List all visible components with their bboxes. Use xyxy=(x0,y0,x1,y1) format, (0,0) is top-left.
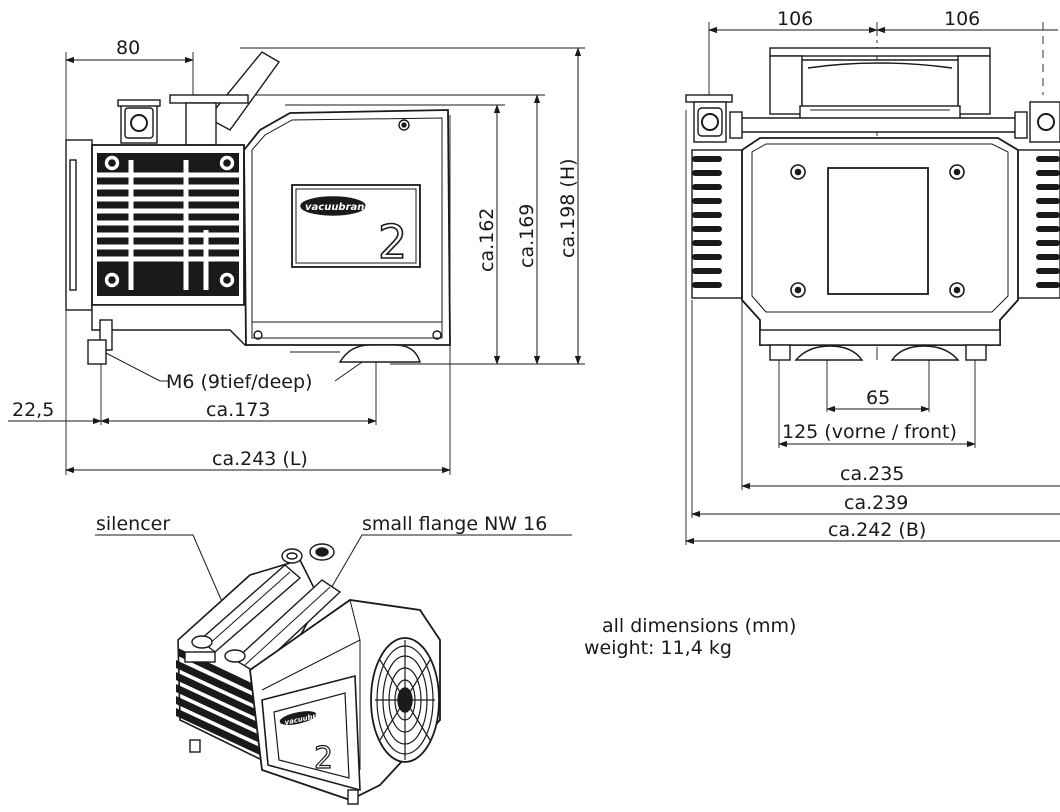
isometric-view xyxy=(95,534,572,805)
dim-side-225: 22,5 xyxy=(12,399,54,421)
dim-side-243: ca.243 (L) xyxy=(212,448,308,470)
dim-side-80: 80 xyxy=(116,37,140,59)
dim-front-235: ca.235 xyxy=(840,463,904,485)
brand-logo-side: vacuubrand xyxy=(305,202,372,213)
dim-side-162: ca.162 xyxy=(476,208,498,272)
front-view xyxy=(685,22,1060,545)
dim-side-169: ca.169 xyxy=(516,204,538,268)
note-dimensions: all dimensions (mm) xyxy=(602,615,796,637)
note-weight: weight: 11,4 kg xyxy=(584,637,732,659)
dim-side-198: ca.198 (H) xyxy=(557,158,579,258)
flange-label: small flange NW 16 xyxy=(362,513,547,535)
dim-front-242: ca.242 (B) xyxy=(828,519,926,541)
dim-front-239: ca.239 xyxy=(844,492,908,514)
model-number-iso: 2 xyxy=(314,741,333,776)
silencer-label: silencer xyxy=(96,513,170,535)
thread-label: M6 (9tief/deep) xyxy=(166,371,312,393)
dim-side-173: ca.173 xyxy=(206,399,270,421)
dim-front-125: 125 (vorne / front) xyxy=(782,421,957,443)
dim-front-106-left: 106 xyxy=(777,8,813,30)
side-view xyxy=(8,47,585,475)
dim-front-106-right: 106 xyxy=(944,8,980,30)
model-number-side: 2 xyxy=(378,215,407,269)
dim-front-65: 65 xyxy=(866,387,890,409)
